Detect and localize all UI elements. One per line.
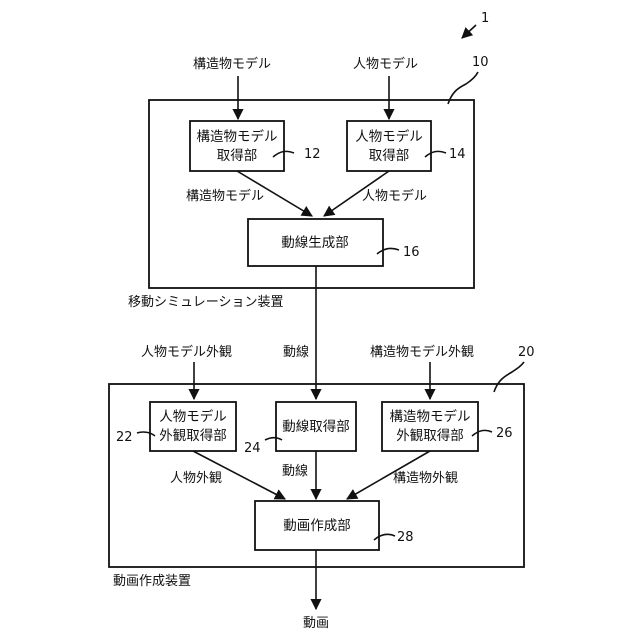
video-device-ref: 20 (518, 345, 535, 360)
structure-acq-line2: 取得部 (217, 147, 258, 164)
sim-device-caption: 移動シミュレーション装置 (128, 295, 283, 310)
flow-acq-ref: 24 (244, 441, 261, 456)
video-maker-label: 動画作成部 (283, 518, 351, 534)
input-structure-model: 構造物モデル (193, 56, 271, 72)
person-acq-line2: 取得部 (369, 147, 410, 164)
figure-ref-label: 1 (481, 11, 489, 26)
input-structure-appearance: 構造物モデル外観 (370, 344, 474, 360)
person-app-acq-line2: 外観取得部 (159, 427, 227, 444)
struct-app-acq-ref: 26 (496, 426, 513, 441)
figure-ref-arrow (462, 25, 476, 38)
flow-gen-label: 動線生成部 (281, 235, 349, 251)
flow-gen-ref: 16 (403, 245, 420, 260)
edge-label-person-appearance: 人物外観 (170, 471, 222, 486)
input-person-appearance: 人物モデル外観 (141, 344, 232, 360)
sim-device-ref: 10 (472, 55, 489, 70)
input-flow: 動線 (283, 344, 309, 360)
edge-label-structure-appearance: 構造物外観 (393, 471, 458, 486)
structure-acq-line1: 構造物モデル (197, 128, 278, 145)
person-acq-line1: 人物モデル (355, 128, 423, 145)
person-app-acq-line1: 人物モデル (159, 408, 227, 425)
input-person-model: 人物モデル (353, 56, 418, 72)
struct-app-acq-line2: 外観取得部 (396, 427, 464, 444)
person-app-acq-ref: 22 (116, 430, 133, 445)
flow-acq-label: 動線取得部 (282, 418, 350, 435)
edge-label-flow: 動線 (282, 463, 308, 479)
edge-label-person-model: 人物モデル (362, 188, 427, 204)
video-maker-ref: 28 (397, 530, 414, 545)
video-device-ref-leader (494, 362, 524, 392)
person-acq-ref: 14 (449, 147, 466, 162)
structure-acq-ref: 12 (304, 147, 321, 162)
video-device-caption: 動画作成装置 (113, 574, 191, 589)
struct-app-acq-line1: 構造物モデル (390, 408, 471, 425)
edge-label-structure-model: 構造物モデル (186, 188, 264, 204)
output-video-label: 動画 (303, 616, 329, 631)
